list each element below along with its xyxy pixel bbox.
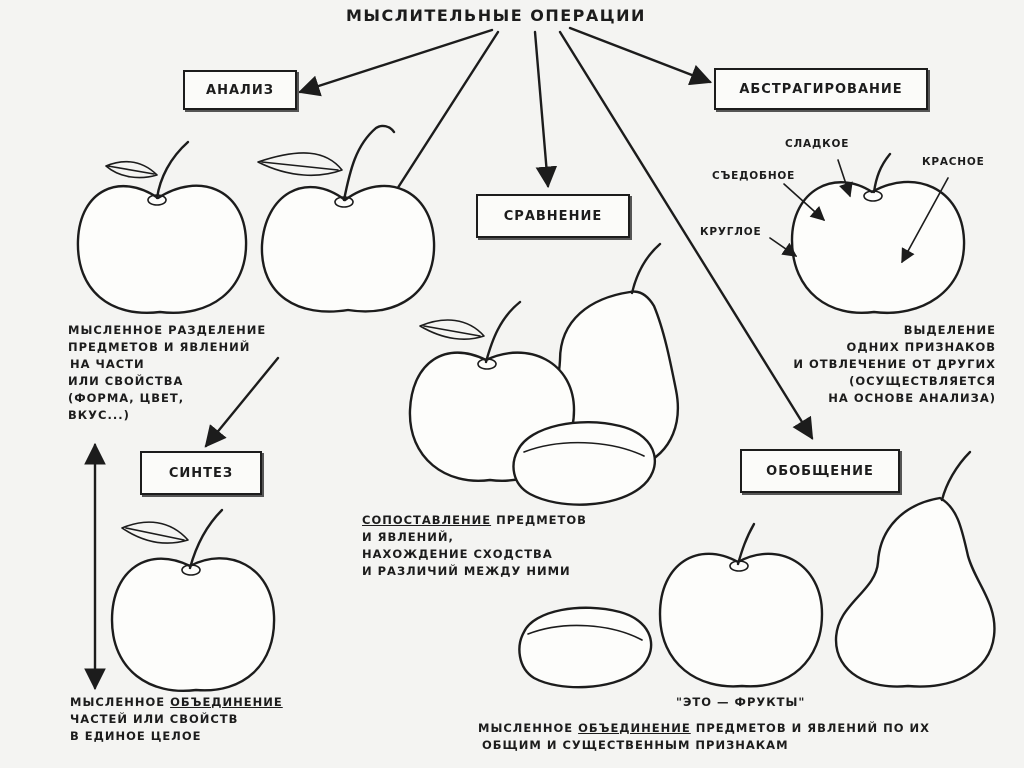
caption-comparison-underlined: СОПОСТАВЛЕНИЕ (362, 513, 492, 527)
caption-abstraction-line4: (ОСУЩЕСТВЛЯЕТСЯ (849, 374, 996, 388)
caption-comparison-line2: И ЯВЛЕНИЙ, (362, 530, 454, 544)
arrow-to-synthesis (204, 356, 280, 448)
caption-generalization-line2: ОБЩИМ И СУЩЕСТВЕННЫМ ПРИЗНАКАМ (482, 738, 789, 752)
caption-synthesis: МЫСЛЕННОЕ ОБЪЕДИНЕНИЕ ЧАСТЕЙ ИЛИ СВОЙСТВ… (70, 694, 283, 745)
caption-analysis-line6: ВКУС...) (68, 408, 130, 422)
caption-abstraction-line1: ВЫДЕЛЕНИЕ (903, 323, 996, 337)
attr-sweet: СЛАДКОЕ (785, 138, 850, 150)
caption-generalization-pre: МЫСЛЕННОЕ (478, 721, 579, 735)
arrow-edible (783, 183, 826, 221)
apple-abstraction (769, 152, 966, 315)
diagram-title: МЫСЛИТЕЛЬНЫЕ ОПЕРАЦИИ (346, 6, 646, 25)
caption-abstraction-line5: НА ОСНОВЕ АНАЛИЗА) (828, 391, 996, 405)
apple-generalization (658, 522, 824, 688)
arrow-to-comparison (533, 30, 558, 189)
caption-abstraction-line2: ОДНИХ ПРИЗНАКОВ (846, 340, 996, 354)
caption-analysis-line2: ПРЕДМЕТОВ И ЯВЛЕНИЙ (68, 340, 251, 354)
caption-analysis-line3: НА ЧАСТИ (70, 357, 145, 371)
apple-analysis-2 (257, 124, 436, 313)
caption-synthesis-underlined: ОБЪЕДИНЕНИЕ (170, 695, 283, 709)
caption-comparison-post: ПРЕДМЕТОВ (491, 513, 587, 527)
plum-comparison (512, 420, 656, 506)
caption-abstraction-line3: И ОТВЛЕЧЕНИЕ ОТ ДРУГИХ (793, 357, 996, 371)
caption-comparison-line4: И РАЗЛИЧИЙ МЕЖДУ НИМИ (362, 564, 571, 578)
box-abstraction: АБСТРАГИРОВАНИЕ (714, 68, 928, 110)
caption-generalization-underlined: ОБЪЕДИНЕНИЕ (578, 721, 691, 735)
caption-synthesis-line3: В ЕДИНОЕ ЦЕЛОЕ (70, 729, 202, 743)
arrow-to-analysis (297, 28, 494, 97)
line-to-apple (388, 30, 500, 202)
caption-analysis-line5: (ФОРМА, ЦВЕТ, (68, 391, 185, 405)
box-synthesis: СИНТЕЗ (140, 451, 262, 495)
arrow-sweet (837, 159, 853, 198)
caption-abstraction: ВЫДЕЛЕНИЕ ОДНИХ ПРИЗНАКОВ И ОТВЛЕЧЕНИЕ О… (793, 322, 996, 407)
box-analysis: АНАЛИЗ (183, 70, 297, 110)
caption-synthesis-pre: МЫСЛЕННОЕ (70, 695, 171, 709)
caption-synthesis-line2: ЧАСТЕЙ ИЛИ СВОЙСТВ (70, 712, 239, 726)
plum-generalization (518, 606, 653, 689)
connector-arrows (84, 26, 814, 691)
apple-analysis-1 (76, 140, 248, 314)
arrow-red (901, 177, 949, 264)
caption-generalization-quote: "ЭТО — ФРУКТЫ" (676, 695, 806, 709)
box-comparison: СРАВНЕНИЕ (476, 194, 630, 238)
arrow-round (769, 237, 798, 257)
caption-comparison-line3: НАХОЖДЕНИЕ СХОДСТВА (362, 547, 553, 561)
attr-red: КРАСНОЕ (922, 156, 985, 168)
caption-analysis-line4: ИЛИ СВОЙСТВА (68, 374, 184, 388)
arrow-to-generalization (558, 30, 814, 440)
caption-generalization-post: ПРЕДМЕТОВ И ЯВЛЕНИЙ ПО ИХ (690, 721, 931, 735)
caption-generalization: МЫСЛЕННОЕ ОБЪЕДИНЕНИЕ ПРЕДМЕТОВ И ЯВЛЕНИ… (478, 720, 930, 754)
pear-generalization (834, 450, 996, 688)
caption-analysis-line1: МЫСЛЕННОЕ РАЗДЕЛЕНИЕ (68, 323, 267, 337)
arrow-to-abstraction (568, 26, 713, 86)
box-generalization: ОБОБЩЕНИЕ (740, 449, 900, 493)
attr-edible: СЪЕДОБНОЕ (712, 170, 796, 182)
caption-analysis: МЫСЛЕННОЕ РАЗДЕЛЕНИЕ ПРЕДМЕТОВ И ЯВЛЕНИЙ… (68, 322, 266, 424)
apple-synthesis (110, 508, 276, 693)
caption-comparison: СОПОСТАВЛЕНИЕ ПРЕДМЕТОВ И ЯВЛЕНИЙ, НАХОЖ… (362, 512, 587, 580)
attr-round: КРУГЛОЕ (700, 226, 762, 238)
